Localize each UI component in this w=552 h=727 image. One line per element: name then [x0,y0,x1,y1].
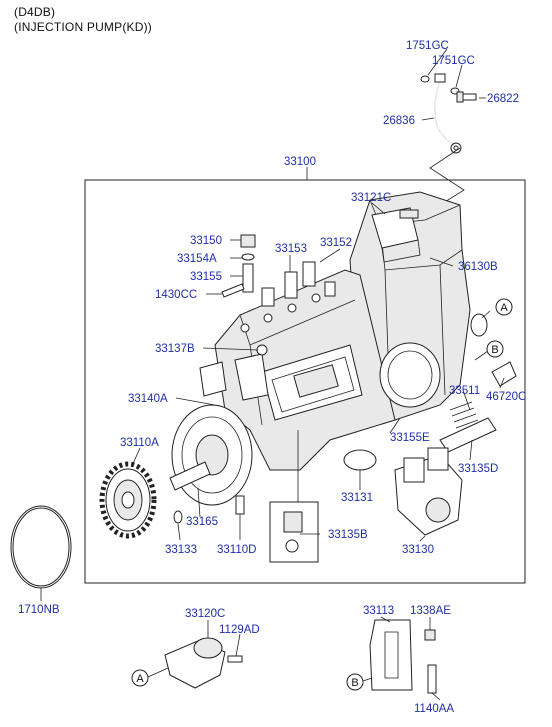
label-33511: 33511 [449,385,480,397]
marker-a-right-circle [495,298,513,316]
large-o-ring-1710nb [10,505,72,589]
bracket-33120c [164,637,243,689]
housing-33130 [394,447,463,536]
bolt-26822 [456,91,477,103]
label-33135d: 33135D [458,463,498,475]
label-26836: 26836 [383,115,415,127]
marker-b-right-circle [486,340,504,358]
label-33155e: 33155E [390,432,430,444]
drive-gear-33110a [99,461,157,539]
label-33140a: 33140A [128,393,168,405]
label-1751gc-a: 1751GC [406,40,449,52]
marker-b-right: B [491,344,498,356]
label-33110d: 33110D [217,544,256,556]
label-26822: 26822 [487,93,519,105]
label-33130: 33130 [402,544,434,556]
marker-a-right: A [500,302,508,314]
label-33100: 33100 [284,156,316,168]
reference-markers: A B A B [131,298,513,691]
label-36130b: 36130B [458,261,498,273]
leader-lines [40,48,505,701]
bracket-46720c [491,361,517,387]
label-33154a: 33154A [177,253,217,265]
label-33133: 33133 [165,544,197,556]
marker-b-bottom: B [351,677,358,689]
gasket-1751gc-a [420,75,430,83]
o-ring-33131 [343,449,377,471]
part-1430cc [221,283,245,298]
label-1710nb: 1710NB [18,604,60,616]
label-33155: 33155 [190,271,222,283]
label-33121c: 33121C [351,192,391,204]
label-33152: 33152 [320,237,352,249]
part-33155 [242,263,254,293]
label-33131: 33131 [341,492,373,504]
label-33153: 33153 [275,243,307,255]
label-1430cc: 1430CC [155,289,197,301]
diagram-title: (INJECTION PUMP(KD)) [14,20,152,34]
label-1751gc-b: 1751GC [432,55,475,67]
key-33133 [173,510,183,524]
part-33150 [240,234,256,248]
spring-33511 [449,401,479,429]
marker-a-bottom: A [136,673,144,685]
label-33110a: 33110A [120,437,159,449]
label-33113: 33113 [363,605,394,617]
part-33154a [241,253,255,261]
pipe-route-line [429,147,465,206]
diagram-model-code: (D4DB) [14,5,56,19]
marker-a-bottom-circle [131,669,149,687]
label-46720c: 46720C [486,391,526,403]
label-33135b: 33135B [328,529,368,541]
o-ring-right-a [470,313,488,337]
marker-b-bottom-circle [346,673,364,691]
injection-pump-body [169,191,471,506]
label-1129ad: 1129AD [219,624,260,636]
part-33135d [439,417,497,453]
label-1338ae: 1338AE [410,605,451,617]
assembly-frame [84,179,526,584]
label-33137b: 33137B [155,343,195,355]
label-1140aa: 1140AA [414,703,454,715]
injection-pipe-26836 [434,73,462,154]
part-33135b-box [269,501,319,563]
label-33165: 33165 [186,516,218,528]
bracket-33113 [369,619,437,694]
callout-labels: 1751GC 1751GC 26822 26836 33100 33121C 3… [18,40,526,715]
label-33150: 33150 [190,235,222,247]
label-33120c: 33120C [185,608,225,620]
bolt-33110d [235,495,245,515]
